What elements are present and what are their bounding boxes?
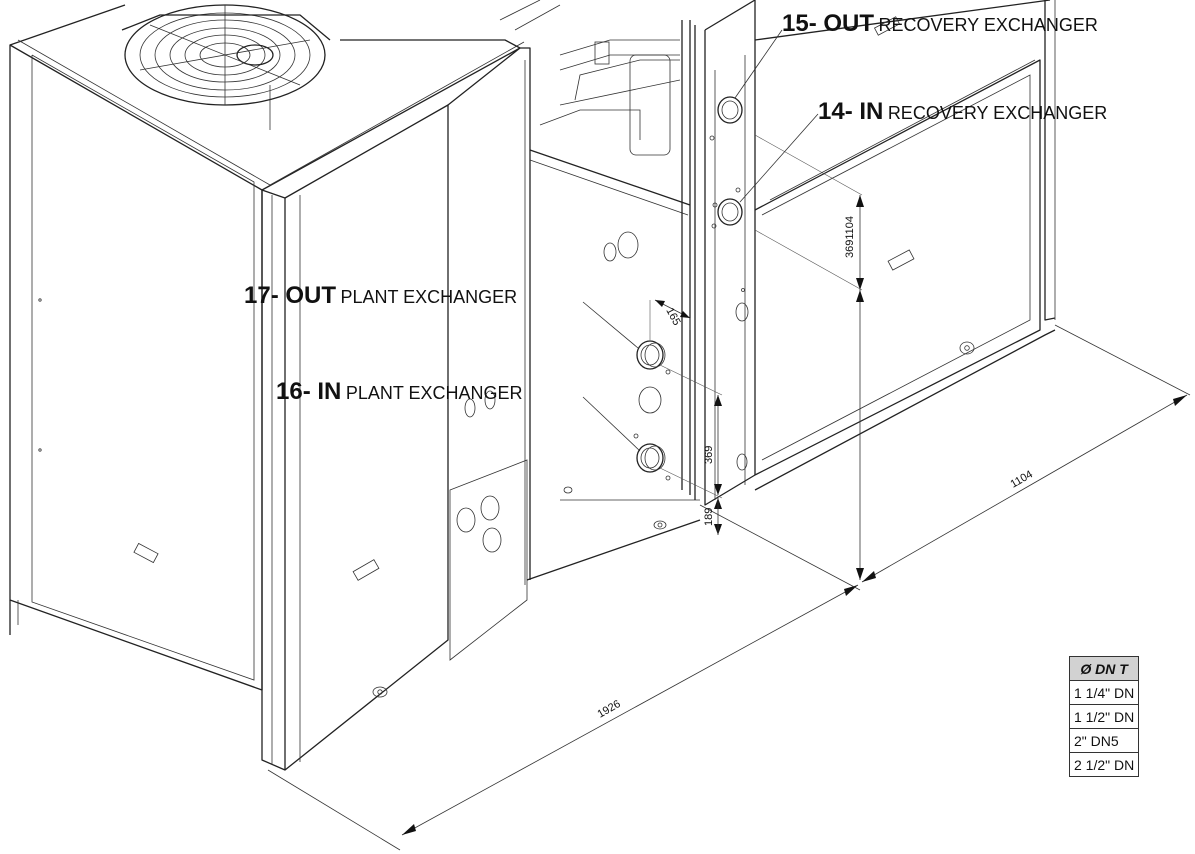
plant-nozzles [633, 340, 671, 481]
left-box-outline [9, 4, 525, 691]
dimension-lines [267, 134, 1191, 851]
fan-guard [121, 4, 331, 130]
pipe-diameter-table: Ø DN T 1 1/4" DN 1 1/2" DN 2" DN5 2 1/2"… [1068, 656, 1140, 777]
dim-label-1926: 1926 [596, 698, 623, 721]
callout-16-plant-in: 16- IN PLANT EXCHANGER [276, 380, 523, 404]
callout-text: RECOVERY EXCHANGER [887, 103, 1108, 123]
callout-number: 14- IN [818, 98, 884, 125]
callout-number: 15- OUT [782, 10, 875, 37]
dim-label-369: 369 [703, 446, 715, 464]
table-cell: 1 1/4" DN [1068, 680, 1140, 705]
table-row: 2" DN5 [1068, 728, 1140, 753]
table-row: 1 1/4" DN [1068, 680, 1140, 705]
callout-text: RECOVERY EXCHANGER [878, 15, 1098, 35]
table-header-cell: Ø DN T [1068, 656, 1140, 681]
callout-17-plant-out: 17- OUT PLANT EXCHANGER [244, 284, 517, 308]
callout-15-recovery-out: 15- OUT RECOVERY EXCHANGER [782, 12, 1098, 36]
table-header-row: Ø DN T [1068, 656, 1140, 681]
callout-text: PLANT EXCHANGER [345, 383, 523, 403]
callout-text: PLANT EXCHANGER [340, 287, 518, 307]
table-cell: 1 1/2" DN [1068, 704, 1140, 729]
central-post [681, 0, 756, 506]
callout-number: 17- OUT [244, 282, 337, 309]
callout-number: 16- IN [276, 378, 342, 405]
table-cell: 2" DN5 [1068, 728, 1140, 753]
middle-bay [447, 39, 701, 661]
top-edges [340, 0, 561, 49]
front-column-outline [261, 104, 449, 771]
table-row: 1 1/2" DN [1068, 704, 1140, 729]
dim-label-189: 189 [703, 508, 715, 526]
dim-label-1104: 1104 [1009, 468, 1035, 490]
table-cell: 2 1/2" DN [1068, 752, 1140, 777]
callout-14-recovery-in: 14- IN RECOVERY EXCHANGER [818, 100, 1107, 124]
table-row: 2 1/2" DN [1068, 752, 1140, 777]
dim-label-3691104: 3691104 [844, 216, 856, 258]
right-box-outline [754, 0, 1056, 491]
leader-lines [582, 29, 819, 452]
dim-label-165: 165 [663, 306, 682, 328]
